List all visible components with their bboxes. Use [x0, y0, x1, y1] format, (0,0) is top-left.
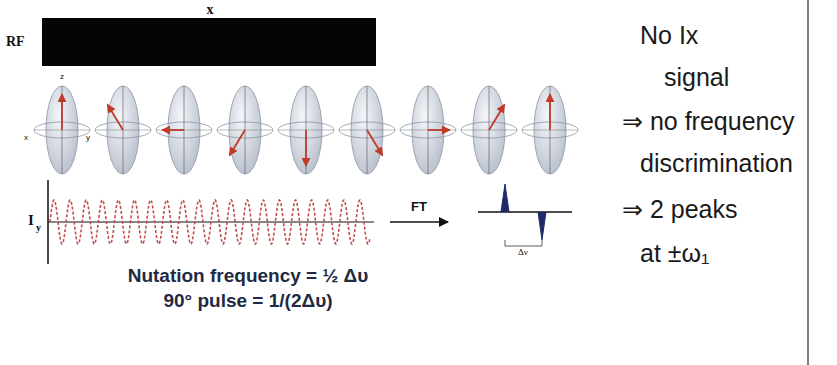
z-axis: [62, 86, 63, 174]
ft-label: FT: [411, 200, 427, 214]
handwritten-note: No Ix: [640, 22, 698, 50]
bloch-sphere: [156, 86, 212, 174]
magnetization-vector: [107, 105, 123, 130]
spectrum-baseline: [478, 211, 572, 212]
magnetization-vector: [162, 129, 184, 131]
magnetization-vector: [489, 105, 505, 130]
axis-label: y: [86, 134, 90, 143]
bloch-sphere: [34, 86, 90, 174]
delta-bracket: [505, 240, 542, 246]
handwritten-note: ⇒ 2 peaks: [622, 196, 737, 224]
handwritten-note: ⇒ no frequency: [622, 108, 794, 136]
magnetization-vector: [229, 130, 245, 155]
positive-peak: [501, 184, 509, 212]
ft-arrow: [390, 221, 448, 223]
bloch-spheres: [34, 86, 578, 174]
signal-name: I: [28, 212, 34, 229]
bloch-sphere: [461, 86, 517, 174]
magnetization-vector: [549, 94, 551, 130]
y-axis: [400, 130, 456, 131]
magnetization-vector: [367, 130, 383, 155]
delta-label: Δν: [518, 248, 528, 258]
bloch-sphere: [278, 86, 334, 174]
bloch-sphere: [339, 86, 395, 174]
formula: Nutation frequency = ½ Δυ: [128, 266, 369, 287]
negative-peak: [538, 212, 546, 240]
bloch-sphere: [522, 86, 578, 174]
magnetization-vector: [305, 130, 307, 166]
page-divider: [807, 0, 809, 365]
signal-subscript: y: [36, 222, 41, 233]
pulse-phase: x: [207, 2, 214, 17]
rf-pulse-bar: [42, 18, 376, 66]
axis-label: x: [24, 134, 28, 143]
magnetization-vector: [61, 94, 63, 130]
handwritten-note: discrimination: [640, 150, 793, 178]
handwritten-note: at ±ω₁: [640, 240, 709, 268]
signal-trace: [50, 200, 370, 244]
rf-label: RF: [6, 34, 25, 49]
axis-label: z: [60, 73, 64, 82]
y-axis: [156, 130, 212, 131]
magnetization-vector: [428, 129, 450, 131]
bloch-sphere: [217, 86, 273, 174]
handwritten-note: signal: [664, 64, 729, 92]
bloch-sphere: [95, 86, 151, 174]
bloch-sphere: [400, 86, 456, 174]
formula: 90° pulse = 1/(2Δυ): [163, 291, 332, 312]
